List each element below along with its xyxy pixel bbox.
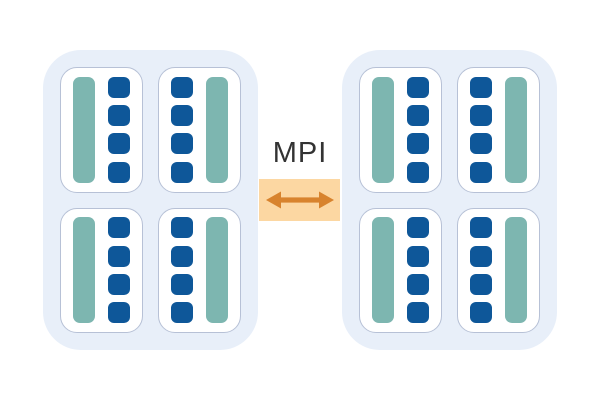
cpu-socket [158, 207, 241, 333]
blue-core [107, 273, 130, 295]
core-column [107, 217, 130, 324]
blue-core [470, 302, 493, 324]
blue-core [107, 302, 130, 324]
blue-core [470, 133, 493, 155]
core-column [107, 76, 130, 183]
blue-core [470, 217, 493, 239]
core-column [406, 217, 429, 324]
blue-core [171, 133, 194, 155]
blue-core [406, 302, 429, 324]
blue-core [406, 133, 429, 155]
blue-core [470, 76, 493, 98]
teal-core-bar [504, 217, 527, 324]
core-column [171, 217, 194, 324]
teal-core-bar [205, 76, 228, 183]
blue-core [107, 76, 130, 98]
core-column [470, 217, 493, 324]
core-column [470, 76, 493, 183]
blue-core [171, 273, 194, 295]
blue-core [470, 105, 493, 127]
blue-core [406, 217, 429, 239]
cpu-socket [359, 67, 442, 193]
mpi-link-box [259, 179, 340, 221]
blue-core [171, 76, 194, 98]
blue-core [107, 133, 130, 155]
teal-core-bar [73, 217, 96, 324]
blue-core [406, 76, 429, 98]
compute-node-left [43, 50, 258, 350]
cpu-socket [457, 67, 540, 193]
cpu-socket [60, 207, 143, 333]
core-column [406, 76, 429, 183]
blue-core [171, 105, 194, 127]
blue-core [470, 273, 493, 295]
teal-core-bar [372, 217, 395, 324]
teal-core-bar [205, 217, 228, 324]
blue-core [107, 217, 130, 239]
teal-core-bar [504, 76, 527, 183]
blue-core [107, 161, 130, 183]
teal-core-bar [73, 76, 96, 183]
cpu-socket [60, 67, 143, 193]
cpu-socket [457, 207, 540, 333]
blue-core [470, 245, 493, 267]
core-column [171, 76, 194, 183]
mpi-label: MPI [272, 136, 328, 169]
cpu-socket [359, 207, 442, 333]
blue-core [107, 105, 130, 127]
blue-core [470, 161, 493, 183]
blue-core [107, 245, 130, 267]
compute-node-right [342, 50, 557, 350]
blue-core [406, 273, 429, 295]
blue-core [406, 105, 429, 127]
blue-core [171, 161, 194, 183]
blue-core [406, 245, 429, 267]
cpu-socket [158, 67, 241, 193]
blue-core [406, 161, 429, 183]
double-arrow-icon [265, 191, 334, 209]
blue-core [171, 302, 194, 324]
teal-core-bar [372, 76, 395, 183]
blue-core [171, 245, 194, 267]
blue-core [171, 217, 194, 239]
